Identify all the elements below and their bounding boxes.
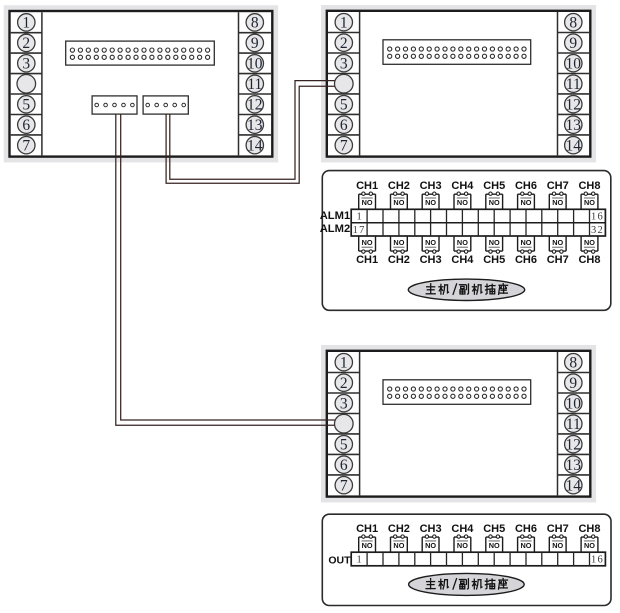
svg-text:NO: NO [393,198,404,207]
svg-text:NO: NO [457,238,468,247]
svg-text:1: 1 [356,212,361,223]
svg-text:NO: NO [362,198,373,207]
svg-text:CH8: CH8 [578,254,600,266]
svg-text:NO: NO [584,198,595,207]
svg-text:11: 11 [566,76,581,93]
svg-text:16: 16 [591,212,604,223]
svg-text:1: 1 [356,555,361,566]
svg-text:NO: NO [521,238,532,247]
svg-text:6: 6 [22,117,30,134]
svg-text:NO: NO [521,541,532,550]
svg-text:8: 8 [569,355,577,372]
svg-text:ALM2: ALM2 [320,223,350,235]
svg-text:3: 3 [340,396,348,413]
svg-text:CH1: CH1 [356,254,378,266]
svg-text:OUT: OUT [328,555,351,567]
svg-text:NO: NO [362,238,373,247]
svg-text:2: 2 [340,35,348,52]
svg-text:5: 5 [340,437,348,454]
svg-text:ALM1: ALM1 [320,210,350,222]
svg-text:14: 14 [566,138,582,155]
svg-text:NO: NO [425,541,436,550]
svg-text:CH8: CH8 [578,523,600,535]
svg-text:7: 7 [340,138,348,155]
svg-text:1: 1 [340,15,348,32]
svg-text:1: 1 [22,15,30,32]
svg-text:NO: NO [552,198,563,207]
svg-text:NO: NO [425,238,436,247]
svg-text:NO: NO [457,198,468,207]
svg-text:NO: NO [393,238,404,247]
svg-text:NO: NO [552,238,563,247]
svg-text:CH2: CH2 [388,523,410,535]
svg-text:5: 5 [340,97,348,114]
svg-text:CH4: CH4 [451,523,474,535]
svg-text:13: 13 [566,457,582,474]
svg-text:CH7: CH7 [547,254,569,266]
svg-text:12: 12 [247,97,263,114]
svg-text:CH5: CH5 [483,180,505,192]
svg-text:NO: NO [362,541,373,550]
svg-text:9: 9 [251,35,259,52]
svg-text:14: 14 [247,138,263,155]
svg-text:13: 13 [566,117,582,134]
svg-text:13: 13 [247,117,263,134]
svg-text:CH5: CH5 [483,523,505,535]
svg-text:CH5: CH5 [483,254,505,266]
svg-text:11: 11 [566,416,581,433]
svg-text:NO: NO [425,198,436,207]
svg-text:CH7: CH7 [547,180,569,192]
svg-text:12: 12 [566,437,582,454]
svg-text:NO: NO [489,198,500,207]
svg-text:CH3: CH3 [420,180,442,192]
svg-text:CH6: CH6 [515,254,537,266]
svg-text:NO: NO [489,238,500,247]
svg-text:16: 16 [591,555,604,566]
svg-text:8: 8 [251,15,259,32]
svg-text:NO: NO [521,198,532,207]
svg-text:NO: NO [489,541,500,550]
svg-text:CH4: CH4 [451,254,474,266]
svg-text:8: 8 [569,15,577,32]
svg-text:7: 7 [340,478,348,495]
svg-text:11: 11 [247,76,262,93]
svg-text:9: 9 [569,35,577,52]
svg-text:3: 3 [340,56,348,73]
svg-text:1: 1 [340,355,348,372]
svg-text:17: 17 [353,225,366,236]
svg-text:6: 6 [340,117,348,134]
svg-text:CH2: CH2 [388,254,410,266]
svg-text:5: 5 [22,97,30,114]
svg-text:10: 10 [566,56,582,73]
svg-text:CH1: CH1 [356,180,378,192]
svg-text:CH7: CH7 [547,523,569,535]
svg-text:10: 10 [247,56,263,73]
svg-text:CH8: CH8 [578,180,600,192]
svg-text:2: 2 [22,35,30,52]
svg-text:3: 3 [22,56,30,73]
svg-text:CH1: CH1 [356,523,378,535]
svg-text:NO: NO [584,541,595,550]
svg-text:2: 2 [340,375,348,392]
svg-text:9: 9 [569,375,577,392]
svg-text:14: 14 [566,478,582,495]
svg-text:6: 6 [340,457,348,474]
svg-text:32: 32 [591,225,604,236]
svg-text:10: 10 [566,396,582,413]
svg-text:CH4: CH4 [451,180,474,192]
svg-text:NO: NO [552,541,563,550]
svg-text:NO: NO [393,541,404,550]
svg-text:CH3: CH3 [420,523,442,535]
svg-text:CH6: CH6 [515,180,537,192]
svg-text:7: 7 [22,138,30,155]
svg-text:12: 12 [566,97,582,114]
svg-text:NO: NO [457,541,468,550]
svg-text:CH2: CH2 [388,180,410,192]
svg-text:CH3: CH3 [420,254,442,266]
svg-text:NO: NO [584,238,595,247]
svg-text:CH6: CH6 [515,523,537,535]
